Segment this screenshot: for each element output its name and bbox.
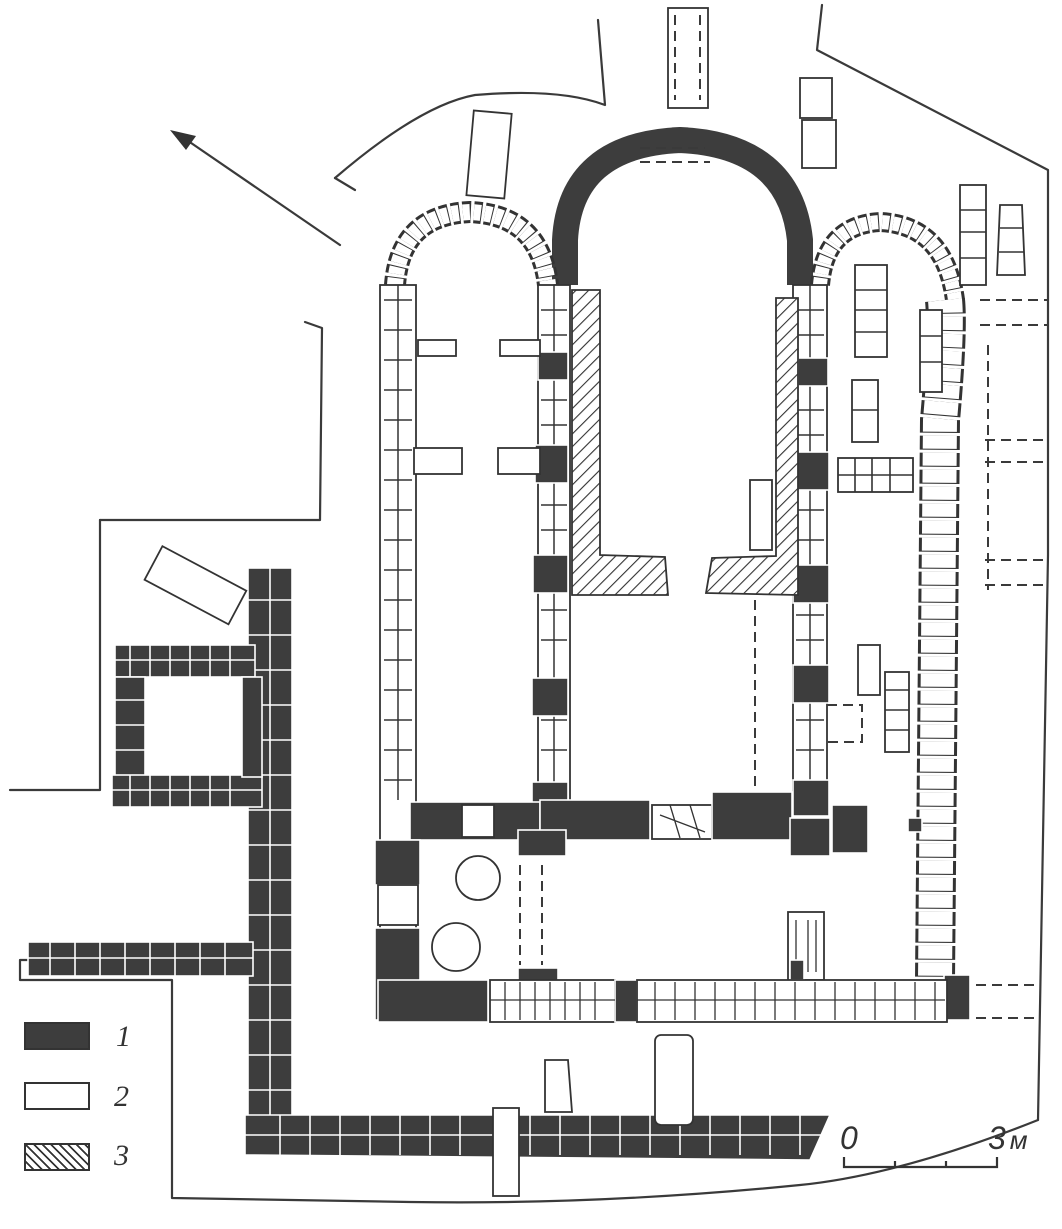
central-apse bbox=[552, 126, 813, 285]
excavation-boundary bbox=[8, 3, 1050, 1204]
legend-label-3: 3 bbox=[114, 1139, 129, 1172]
transverse-wall bbox=[409, 791, 923, 857]
scale-unit: м bbox=[1009, 1125, 1028, 1155]
legend-swatch-1 bbox=[24, 1022, 90, 1050]
legend-label-1: 1 bbox=[116, 1020, 131, 1053]
north-apse bbox=[384, 200, 559, 287]
legend-swatch-2 bbox=[24, 1082, 90, 1110]
enclosure-walls bbox=[27, 567, 832, 1161]
graves bbox=[143, 7, 1026, 1197]
thin-wall-south-aisle bbox=[749, 479, 863, 790]
scale-start-label: 0 bbox=[840, 1120, 858, 1156]
south-apse bbox=[810, 211, 965, 302]
south-wall bbox=[915, 298, 1048, 1021]
north-arcade bbox=[531, 284, 571, 819]
hatched-pilasters bbox=[571, 289, 799, 596]
scale-bar-line-icon bbox=[842, 1157, 999, 1169]
scale-end-value: 3 bbox=[988, 1120, 1006, 1156]
narthex-bottom-wall bbox=[377, 979, 948, 1023]
direction-arrow-icon bbox=[170, 130, 342, 247]
legend-swatch-3 bbox=[24, 1143, 90, 1171]
legend-label-2: 2 bbox=[114, 1080, 129, 1113]
